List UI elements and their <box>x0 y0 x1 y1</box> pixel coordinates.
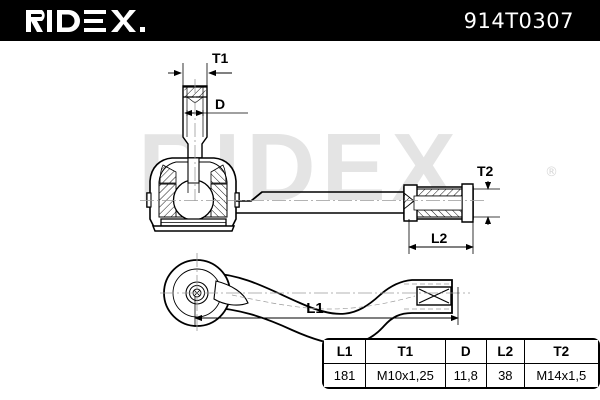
technical-drawing: T1 D <box>140 50 500 346</box>
table-value-d: 11,8 <box>444 363 488 389</box>
table-header-d: D <box>444 338 488 364</box>
side-view-cross-section: T1 D <box>140 50 500 254</box>
dimension-d: D <box>184 96 248 117</box>
header-bar: 914T0307 <box>0 0 600 41</box>
table-header-row: L1 T1 D L2 T2 <box>322 338 600 364</box>
table-header-t1: T1 <box>365 338 446 364</box>
table-value-t2: M14x1,5 <box>523 363 600 389</box>
ridex-logo <box>26 10 145 32</box>
table-header-l2: L2 <box>486 338 525 364</box>
table-value-l1: 181 <box>322 363 367 389</box>
dimension-l1: L1 <box>194 287 459 327</box>
tie-rod-shaft <box>236 191 408 214</box>
dimension-l2: L2 <box>408 219 474 254</box>
specifications-table: L1 T1 D L2 T2 181 M10x1,25 11,8 38 M14x1… <box>322 338 600 389</box>
dimension-label-t1: T1 <box>212 50 229 66</box>
hidden-line-arm <box>231 294 416 310</box>
tie-rod-arm <box>207 272 453 346</box>
threaded-socket <box>403 183 474 223</box>
dimension-label-t2: T2 <box>477 163 494 179</box>
part-number: 914T0307 <box>463 9 574 33</box>
ball-joint-housing <box>146 157 240 232</box>
table-header-t2: T2 <box>523 338 600 364</box>
table-value-l2: 38 <box>486 363 525 389</box>
dimension-label-d: D <box>215 96 225 112</box>
watermark-registered-icon: ® <box>545 165 558 180</box>
dimension-label-l2: L2 <box>431 230 448 246</box>
top-view: L1 <box>160 253 470 346</box>
dimension-label-l1: L1 <box>306 300 324 317</box>
table-header-l1: L1 <box>322 338 367 364</box>
socket-cross-icon <box>418 288 450 304</box>
table-row: 181 M10x1,25 11,8 38 M14x1,5 <box>322 363 600 389</box>
dimension-t2: T2 <box>473 163 500 225</box>
table-value-t1: M10x1,25 <box>365 363 446 389</box>
